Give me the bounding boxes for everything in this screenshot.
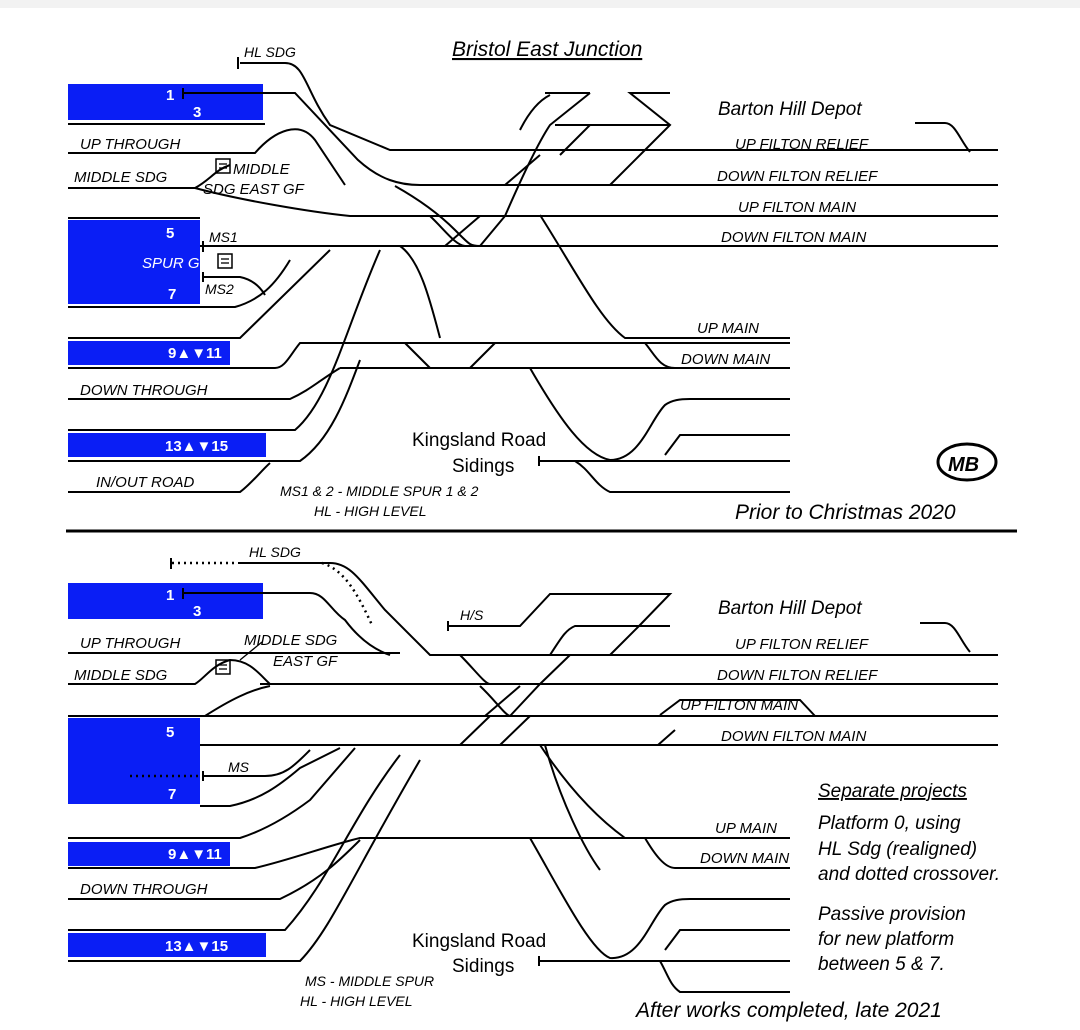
up-through-label-bottom: UP THROUGH	[80, 635, 180, 652]
top-diagram: Bristol East Junction HL SDG 1 3 Barton …	[68, 38, 998, 524]
up-filton-relief-label-bottom: UP FILTON RELIEF	[735, 636, 869, 653]
ground-frame-icon	[215, 659, 231, 675]
middle-gf-label-1: MIDDLE	[233, 161, 291, 178]
middle-gf-label-1-bottom: MIDDLE SDG	[244, 632, 338, 649]
platform-9-11-label: 9▲▼11	[168, 345, 222, 362]
note-2-line-3: between 5 & 7.	[818, 954, 945, 975]
platform-9-11-bottom	[68, 842, 230, 866]
platform-5-7	[68, 220, 200, 304]
platform-3-label-bottom: 3	[193, 603, 201, 620]
up-filton-main-label: UP FILTON MAIN	[738, 199, 856, 216]
bottom-diagram: HL SDG 1 3 H/S Barton Hill Depot UP THRO…	[68, 544, 1000, 1022]
down-filton-relief-label-bottom: DOWN FILTON RELIEF	[717, 667, 878, 684]
ms1-label: MS1	[209, 229, 238, 245]
in-out-road-label: IN/OUT ROAD	[96, 474, 195, 491]
platform-1-3	[68, 84, 263, 120]
middle-gf-label-2: SDG EAST GF	[203, 181, 305, 198]
platform-9-11-label-bottom: 9▲▼11	[168, 846, 222, 863]
platform-1-label: 1	[166, 87, 174, 104]
ms-label: MS	[228, 759, 250, 775]
note-1-line-1: Platform 0, using	[818, 813, 961, 834]
platform-9-11	[68, 341, 230, 365]
kingsland-label-1: Kingsland Road	[412, 430, 546, 451]
top-caption: Prior to Christmas 2020	[735, 501, 956, 524]
kingsland-label-1-bottom: Kingsland Road	[412, 931, 546, 952]
platform-5-7-bottom	[68, 718, 200, 804]
hl-sdg-label: HL SDG	[244, 44, 296, 60]
platform-1-3-bottom	[68, 583, 263, 619]
platform-13-15-label-bottom: 13▲▼15	[165, 938, 228, 955]
bottom-caption: After works completed, late 2021	[634, 999, 942, 1022]
platform-7-label-bottom: 7	[168, 786, 176, 803]
depot-label-bottom: Barton Hill Depot	[718, 598, 862, 619]
key-line-1-bottom: MS - MIDDLE SPUR	[305, 973, 434, 989]
note-2-line-1: Passive provision	[818, 904, 966, 925]
middle-sdg-label: MIDDLE SDG	[74, 169, 168, 186]
platform-13-15-label: 13▲▼15	[165, 438, 228, 455]
down-main-label-bottom: DOWN MAIN	[700, 850, 789, 867]
down-filton-relief-label: DOWN FILTON RELIEF	[717, 168, 878, 185]
svg-text:MB: MB	[948, 454, 979, 476]
bottom-tracks	[68, 558, 998, 993]
platform-3-label: 3	[193, 104, 201, 121]
platform-5-label: 5	[166, 225, 174, 242]
note-1-line-2: HL Sdg (realigned)	[818, 839, 977, 860]
top-bar	[0, 0, 1080, 8]
down-filton-main-label: DOWN FILTON MAIN	[721, 229, 866, 246]
platform-13-15	[68, 433, 266, 457]
note-2-line-2: for new platform	[818, 929, 954, 950]
down-filton-main-label-bottom: DOWN FILTON MAIN	[721, 728, 866, 745]
down-through-label-bottom: DOWN THROUGH	[80, 881, 208, 898]
spur-gf-label: SPUR GF	[142, 255, 210, 272]
up-main-label: UP MAIN	[697, 320, 759, 337]
depot-label: Barton Hill Depot	[718, 99, 862, 120]
down-through-label: DOWN THROUGH	[80, 382, 208, 399]
up-main-label-bottom: UP MAIN	[715, 820, 777, 837]
diagram-title: Bristol East Junction	[452, 38, 642, 61]
ms2-label: MS2	[205, 281, 234, 297]
key-line-2-bottom: HL - HIGH LEVEL	[300, 993, 413, 1009]
note-1-line-3: and dotted crossover.	[818, 864, 1000, 885]
kingsland-label-2: Sidings	[452, 456, 514, 477]
platform-1-label-bottom: 1	[166, 587, 174, 604]
down-main-label: DOWN MAIN	[681, 351, 770, 368]
up-filton-relief-label: UP FILTON RELIEF	[735, 136, 869, 153]
kingsland-label-2-bottom: Sidings	[452, 956, 514, 977]
platform-5-label-bottom: 5	[166, 724, 174, 741]
ground-frame-icon	[217, 253, 233, 269]
top-tracks	[68, 57, 998, 493]
mb-logo: MB	[936, 442, 998, 482]
hl-sdg-label-bottom: HL SDG	[249, 544, 301, 560]
middle-gf-label-2-bottom: EAST GF	[273, 653, 338, 670]
middle-sdg-label-bottom: MIDDLE SDG	[74, 667, 168, 684]
hs-label: H/S	[460, 607, 484, 623]
notes-title: Separate projects	[818, 781, 967, 802]
up-through-label: UP THROUGH	[80, 136, 180, 153]
key-line-2: HL - HIGH LEVEL	[314, 503, 427, 519]
key-line-1: MS1 & 2 - MIDDLE SPUR 1 & 2	[280, 483, 479, 499]
ground-frame-icon	[215, 158, 231, 174]
platform-13-15-bottom	[68, 933, 266, 957]
platform-7-label: 7	[168, 286, 176, 303]
up-filton-main-label-bottom: UP FILTON MAIN	[680, 697, 798, 714]
